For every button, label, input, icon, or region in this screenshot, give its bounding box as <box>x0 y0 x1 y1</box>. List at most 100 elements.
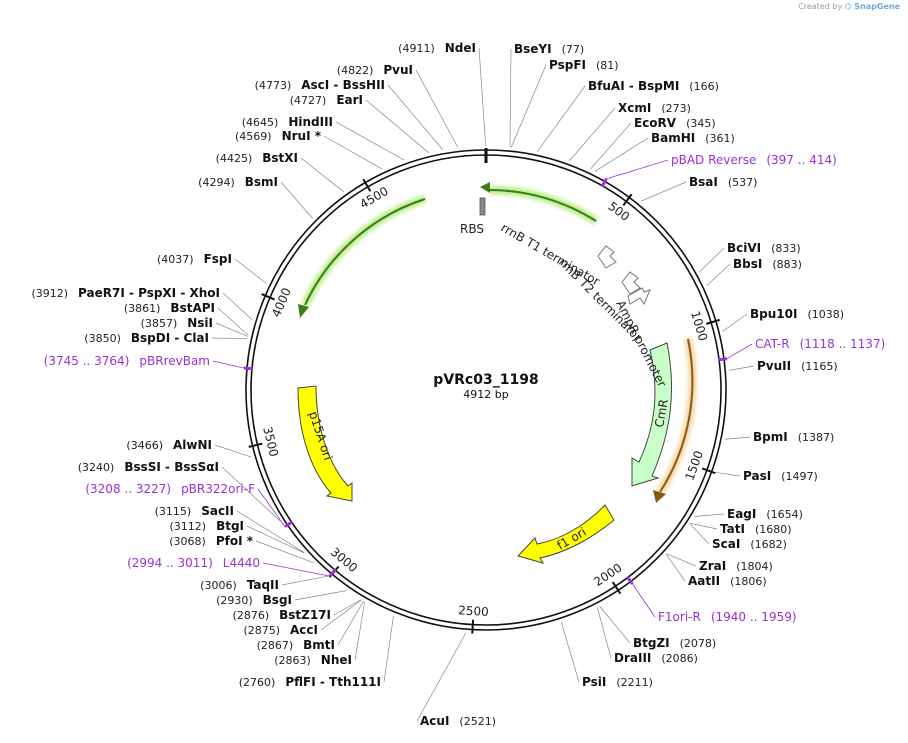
site-name: HindIII <box>288 115 333 129</box>
site-leader-bfuai-bspmi <box>537 85 586 152</box>
site-label-paer7i-pspxi-xhoi[interactable]: (3912)PaeR7I - PspXI - XhoI <box>31 286 220 300</box>
site-name: SacII <box>201 504 234 518</box>
site-leader-bsmi <box>280 181 313 219</box>
site-name: BtgZI <box>633 636 670 650</box>
site-label-bsmi[interactable]: (4294)BsmI <box>198 175 278 189</box>
site-name: PspFI <box>549 58 586 72</box>
primer-label-pbrrevbam[interactable]: (3745 .. 3764)pBRrevBam <box>44 354 210 368</box>
primer-leader-pbad-reverse <box>606 159 669 180</box>
site-label-fspi[interactable]: (4037)FspI <box>157 252 232 266</box>
site-name: BbsI <box>733 257 762 271</box>
primer-marks <box>212 159 753 618</box>
site-leader-bsgi <box>294 590 348 601</box>
site-label-pflfi-tth111i[interactable]: (2760)PflFI - Tth111I <box>239 675 381 689</box>
site-label-pasi[interactable]: PasI(1497) <box>743 469 818 483</box>
site-name: BsgI <box>263 593 292 607</box>
site-label-btgzi[interactable]: BtgZI(2078) <box>633 636 716 650</box>
site-label-bstxi[interactable]: (4425)BstXI <box>216 151 298 165</box>
site-position: (2211) <box>616 676 653 689</box>
orange-arrow-line <box>659 338 694 493</box>
site-position: (833) <box>771 242 801 255</box>
primer-label-cat-r[interactable]: CAT-R(1118 .. 1137) <box>755 337 885 351</box>
site-label-bbsi[interactable]: BbsI(883) <box>733 257 802 271</box>
site-label-bfuai-bspmi[interactable]: BfuAI - BspMI(166) <box>588 79 719 93</box>
site-label-alwni[interactable]: (3466)AlwNI <box>126 438 212 452</box>
primer-label-l4440[interactable]: (2994 .. 3011)L4440 <box>127 556 260 570</box>
site-label-pvui[interactable]: (4822)PvuI <box>337 63 413 77</box>
site-label-pspfi[interactable]: PspFI(81) <box>549 58 619 72</box>
primer-label-f1ori-r[interactable]: F1ori-R(1940 .. 1959) <box>658 610 797 624</box>
site-position: (1806) <box>730 575 767 588</box>
site-label-pfoi[interactable]: (3068)PfoI * <box>169 534 253 548</box>
site-label-bstapi[interactable]: (3861)BstAPI <box>124 301 215 315</box>
site-label-eagi[interactable]: EagI(1654) <box>727 507 803 521</box>
site-name: NruI * <box>282 129 322 143</box>
site-label-scai[interactable]: ScaI(1682) <box>712 537 787 551</box>
primer-label-pbr322ori-f[interactable]: (3208 .. 3227)pBR322ori-F <box>85 482 255 496</box>
site-label-bamhi[interactable]: BamHI(361) <box>651 131 735 145</box>
site-label-draiii[interactable]: DraIII(2086) <box>614 651 698 665</box>
rbs-feature[interactable] <box>479 197 486 216</box>
ampr-promoter-icon[interactable] <box>627 287 651 306</box>
site-label-acci[interactable]: (2875)AccI <box>243 623 318 637</box>
f1-ori-label: f1 ori <box>555 525 589 553</box>
site-label-hindiii[interactable]: (4645)HindIII <box>242 115 333 129</box>
site-label-ecorv[interactable]: EcoRV(345) <box>634 116 716 130</box>
site-label-taqii[interactable]: (3006)TaqII <box>200 578 279 592</box>
site-label-bsai[interactable]: BsaI(537) <box>689 175 757 189</box>
site-label-xcmi[interactable]: XcmI(273) <box>618 101 691 115</box>
site-position: (1387) <box>798 431 835 444</box>
site-leader-bamhi <box>594 137 649 172</box>
site-label-bspdi-clai[interactable]: (3850)BspDI - ClaI <box>84 331 209 345</box>
site-label-acui[interactable]: AcuI(2521) <box>420 714 496 728</box>
site-label-pvuii[interactable]: PvuII(1165) <box>757 359 838 373</box>
p15a-ori-feature[interactable] <box>297 385 353 502</box>
cmr-feature[interactable] <box>631 342 673 487</box>
watermark-prefix: Created by <box>798 2 843 11</box>
site-position: (4569) <box>235 130 272 143</box>
site-name: BtgI <box>216 519 244 533</box>
site-label-zrai[interactable]: ZraI(1804) <box>699 559 773 573</box>
site-label-psii[interactable]: PsiI(2211) <box>582 675 653 689</box>
site-leader-xcmi <box>569 107 616 161</box>
site-label-asci-bsshii[interactable]: (4773)AscI - BssHII <box>255 78 385 92</box>
site-label-bseyi[interactable]: BseYI(77) <box>514 42 584 56</box>
tick-4000 <box>261 293 275 301</box>
site-label-aatii[interactable]: AatII(1806) <box>688 574 767 588</box>
site-label-btgi[interactable]: (3112)BtgI <box>169 519 244 533</box>
site-position: (1497) <box>781 470 818 483</box>
site-label-nsii[interactable]: (3857)NsiI <box>141 316 213 330</box>
site-leader-taqii <box>281 575 329 586</box>
site-label-nrui[interactable]: (4569) NruI * <box>235 129 322 143</box>
primer-label-pbad-reverse[interactable]: pBAD Reverse(397 .. 414) <box>671 153 837 167</box>
site-leader-draiii <box>596 607 612 659</box>
site-position: (77) <box>562 43 585 56</box>
site-label-bpmi[interactable]: BpmI(1387) <box>753 430 834 444</box>
site-position: (273) <box>661 102 691 115</box>
site-label-nhei[interactable]: (2863)NheI <box>274 653 352 667</box>
site-leader-btgi <box>246 525 305 554</box>
site-label-bcivi[interactable]: BciVI(833) <box>727 241 801 255</box>
site-label-sacii[interactable]: (3115)SacII <box>155 504 234 518</box>
site-position: (2867) <box>257 639 294 652</box>
rrnb-t1-terminator-icon[interactable] <box>597 245 617 269</box>
site-label-ndei[interactable]: (4911)NdeI <box>398 41 476 55</box>
site-label-eari[interactable]: (4727)EarI <box>290 93 363 107</box>
primer-name: L4440 <box>223 556 260 570</box>
site-name: PflFI - Tth111I <box>285 675 381 689</box>
site-label-bmti[interactable]: (2867)BmtI <box>257 638 335 652</box>
top-arrow-glow <box>489 186 599 225</box>
primer-name: CAT-R <box>755 337 790 351</box>
site-label-bsssi-bsss-i[interactable]: (3240)BssSI - BssSαI <box>78 460 219 474</box>
orange-arrow-head <box>653 490 666 503</box>
primer-mark-pbad-reverse <box>600 178 608 188</box>
rrnb-t2-terminator-icon[interactable] <box>621 271 641 295</box>
site-label-bsgi[interactable]: (2930)BsgI <box>216 593 292 607</box>
site-position: (3850) <box>84 332 121 345</box>
f1-ori-feature[interactable] <box>517 504 615 564</box>
site-label-tati[interactable]: TatI(1680) <box>720 522 792 536</box>
site-label-bpu10i[interactable]: Bpu10I(1038) <box>750 307 844 321</box>
site-position: (1038) <box>807 308 844 321</box>
tick-label-4500: 4500 <box>357 184 390 211</box>
site-label-bstz17i[interactable]: (2876)BstZ17I <box>233 608 331 622</box>
